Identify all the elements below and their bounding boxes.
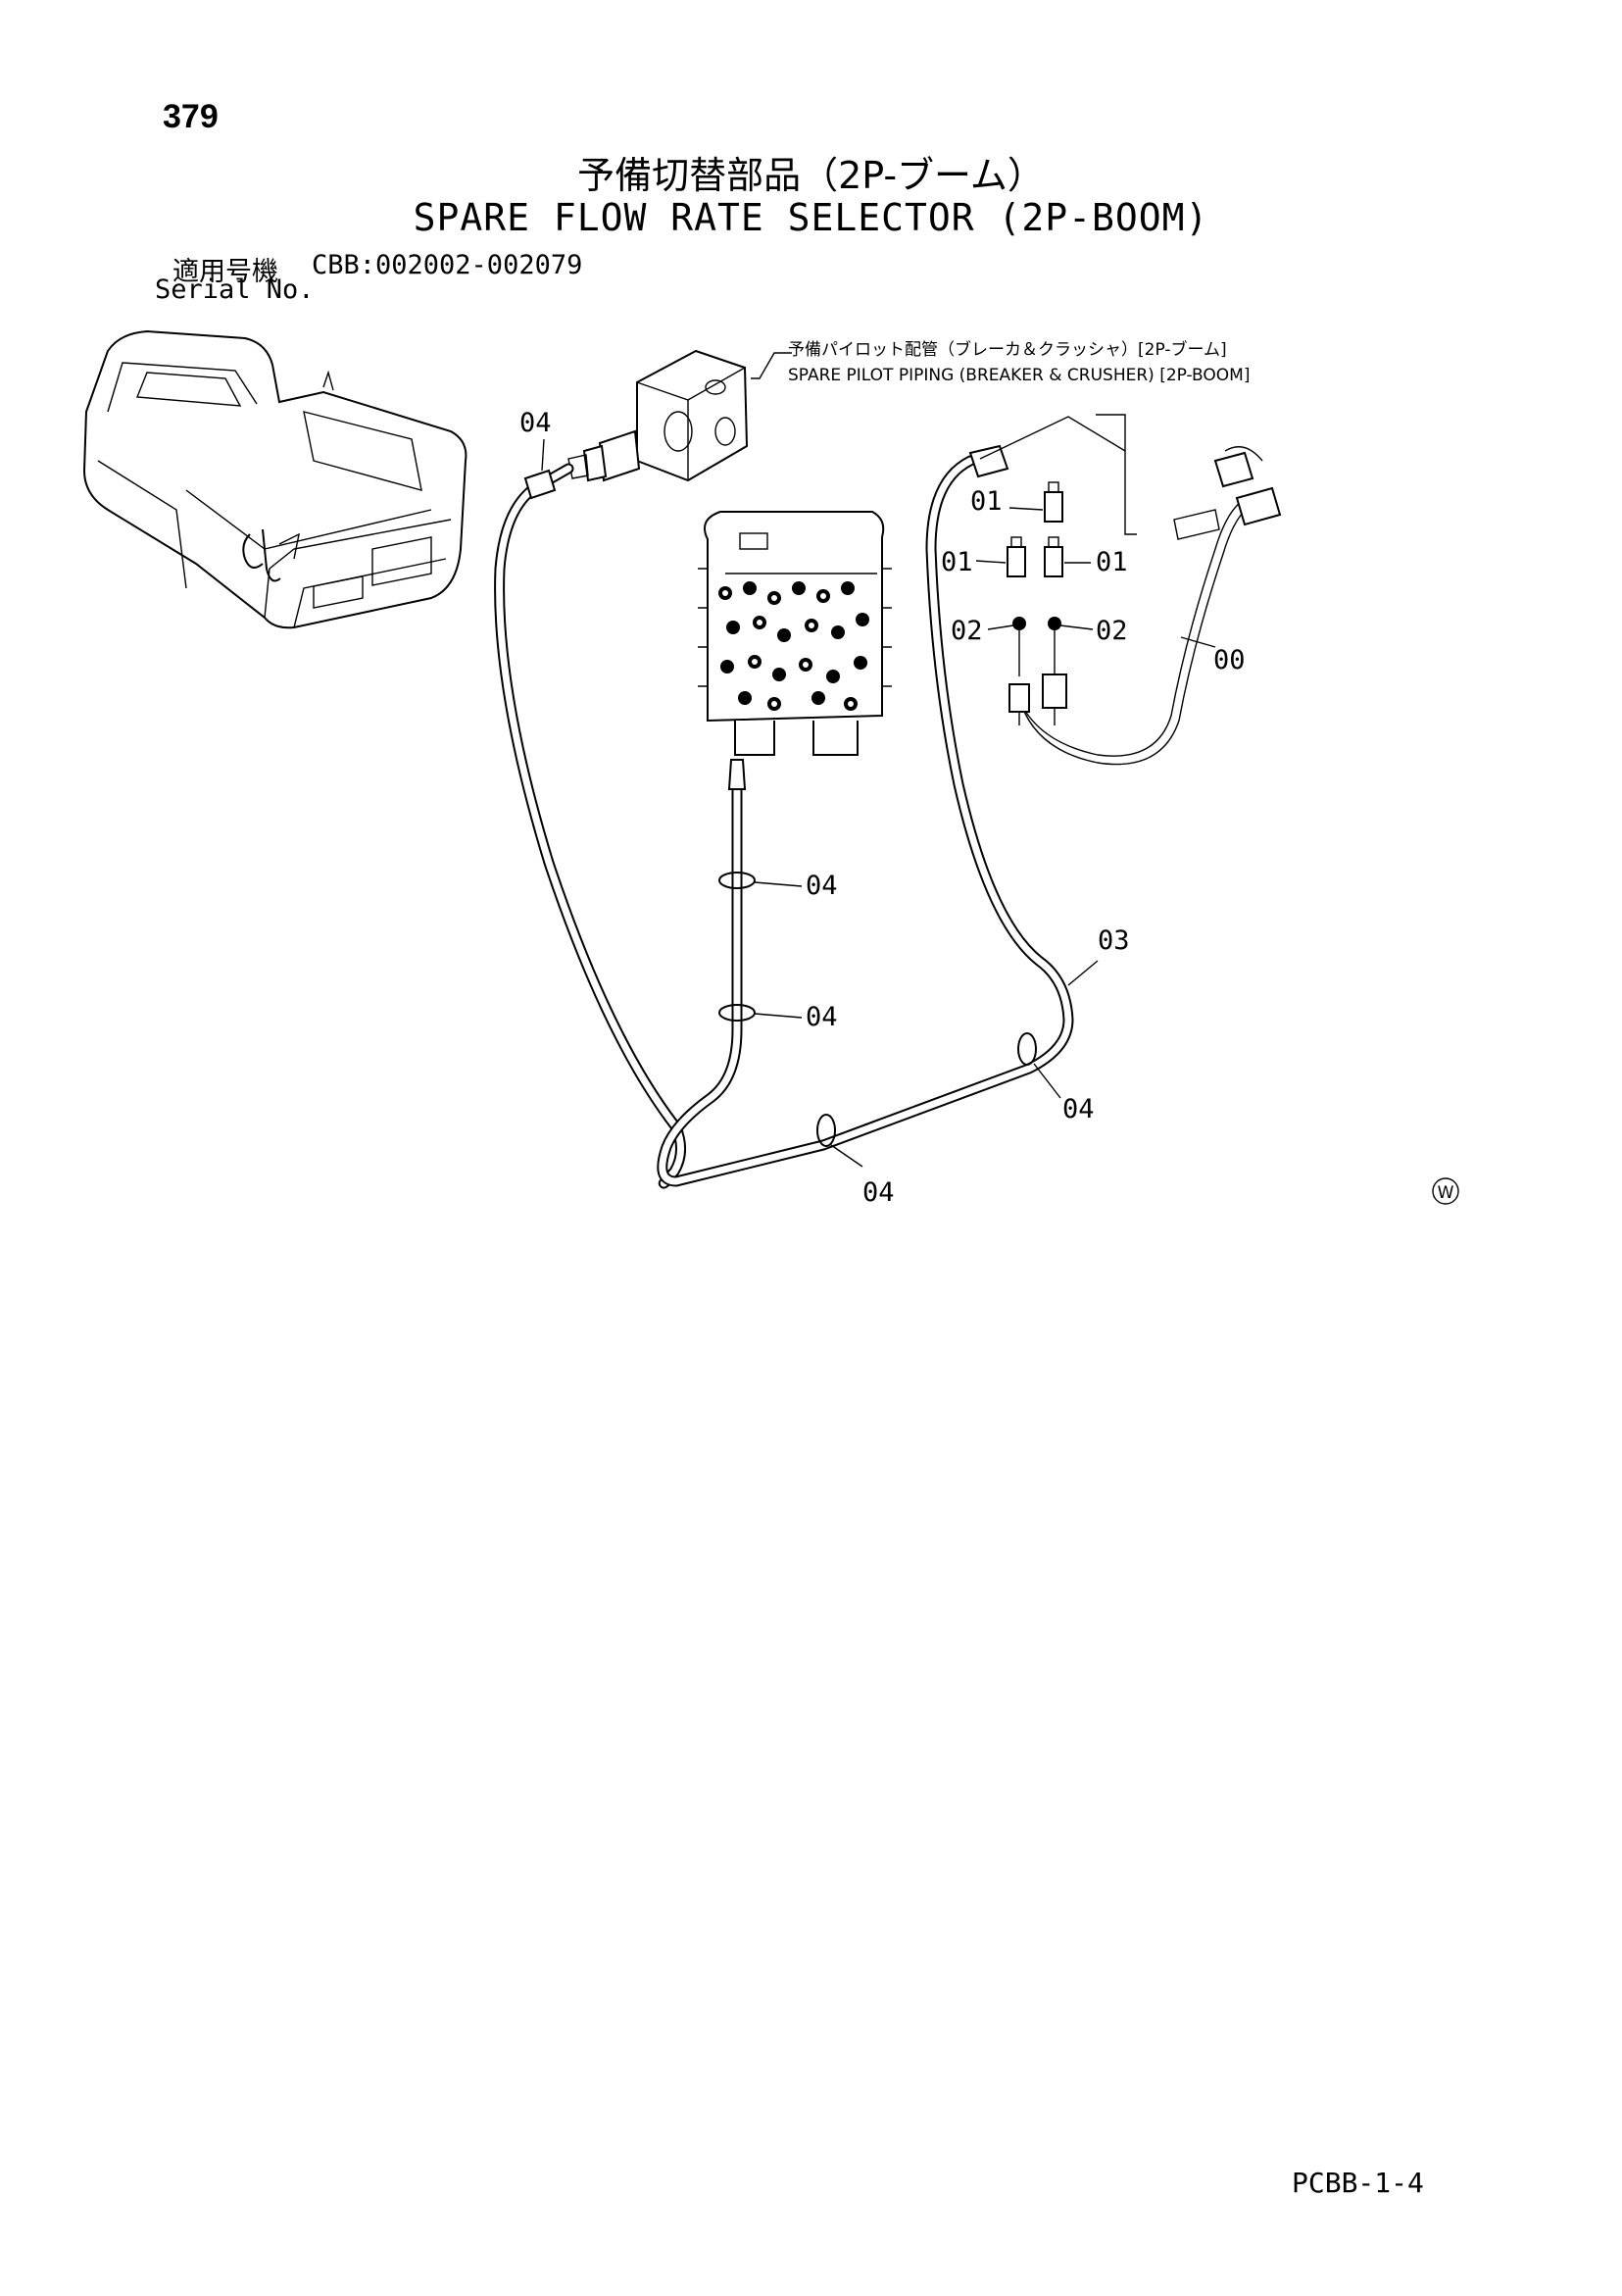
circled-w-mark: W: [1432, 1177, 1459, 1205]
callout-02-right: 02: [1096, 616, 1128, 646]
piping-note-japanese: 予備パイロット配管（ブレーカ＆クラッシャ）[2P-ブーム]: [788, 339, 1227, 360]
callout-00: 00: [1213, 645, 1246, 675]
piping-note-english: SPARE PILOT PIPING (BREAKER & CRUSHER) […: [788, 366, 1250, 385]
callout-04-right: 04: [1062, 1094, 1095, 1124]
callout-04-top: 04: [519, 408, 552, 438]
serial-label-japanese: 適用号機: [172, 257, 278, 287]
circled-mark-letter: W: [1438, 1183, 1454, 1203]
switch-harness-00: [968, 444, 1282, 766]
selector-valve: [567, 349, 749, 482]
page-title-english: SPARE FLOW RATE SELECTOR (2P-BOOM): [413, 196, 1209, 239]
callout-01-right: 01: [1096, 547, 1128, 577]
terminal-02-left: [1012, 617, 1026, 676]
hose-valve-down: [657, 455, 1074, 1187]
clamp-04-top: [523, 469, 557, 500]
clamp-04-right: [1017, 1032, 1037, 1066]
callout-01-top: 01: [970, 486, 1003, 517]
harness-plugs: [1008, 674, 1067, 725]
page-title-japanese: 予備切替部品（2P-ブーム）: [577, 154, 1045, 197]
clamp-04-mid1: [718, 872, 756, 889]
callout-01-left: 01: [941, 547, 973, 577]
callout-02-left: 02: [951, 616, 983, 646]
hose-fitting: [727, 759, 747, 790]
connector-01-right: [1044, 536, 1063, 577]
callout-04-mid2: 04: [806, 1002, 838, 1032]
control-valve-block: [698, 511, 892, 756]
clamp-04-mid2: [718, 1004, 756, 1022]
leader-lines: [541, 352, 1216, 1168]
serial-range: CBB:002002-002079: [312, 250, 583, 280]
serial-label-english: Serial No.: [155, 275, 315, 305]
callout-04-bottom: 04: [862, 1177, 895, 1208]
excavator-locator-illustration: [82, 329, 467, 629]
hose-03-left: [494, 463, 686, 1189]
footer-code: PCBB-1-4: [1292, 2167, 1424, 2199]
terminal-02-right: [1048, 617, 1061, 676]
page-number: 379: [163, 98, 219, 135]
connector-01-left: [1007, 536, 1026, 577]
clamp-04-bottom: [816, 1114, 836, 1147]
connector-01-top: [1044, 481, 1063, 523]
callout-03: 03: [1098, 925, 1130, 956]
callout-04-mid1: 04: [806, 871, 838, 901]
